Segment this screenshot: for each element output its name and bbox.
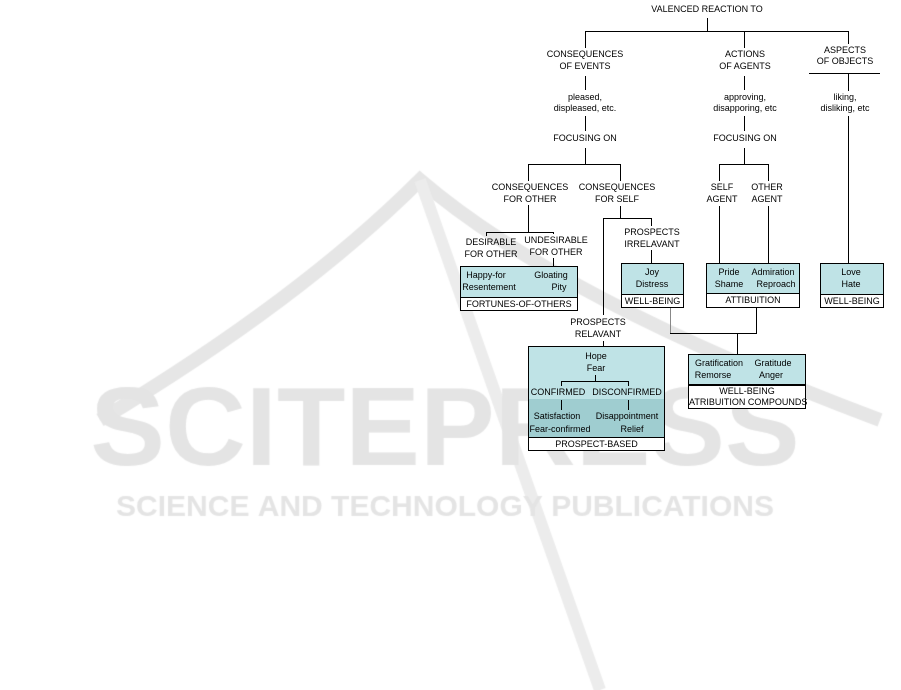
relevant-2: RELAVANT xyxy=(574,329,622,339)
events-title-2: OF EVENTS xyxy=(559,61,611,71)
fortunes-of-others-label: FORTUNES-OF-OTHERS xyxy=(460,297,578,311)
hate: Hate xyxy=(841,279,861,289)
fear: Fear xyxy=(586,363,606,373)
shame: Shame xyxy=(714,279,744,289)
hope: Hope xyxy=(585,351,607,361)
remorse: Remorse xyxy=(694,370,732,380)
events-focus: FOCUSING ON xyxy=(553,133,617,143)
undesirable-2: FOR OTHER xyxy=(529,247,583,257)
objects-well-being-label: WELL-BEING xyxy=(820,294,884,308)
happy-for: Happy-for xyxy=(466,270,506,280)
for-self-2: FOR SELF xyxy=(594,194,640,204)
objects-reaction-2: disliking, etc xyxy=(820,103,870,113)
confirmed: CONFIRMED xyxy=(530,387,586,397)
gratitude: Gratitude xyxy=(754,358,792,368)
well-being-label: WELL-BEING xyxy=(621,294,684,308)
love-hate-box xyxy=(820,263,884,295)
self-agent-2: AGENT xyxy=(706,194,738,204)
agents-title-1: ACTIONS xyxy=(724,49,766,59)
resentement: Resentement xyxy=(462,282,516,292)
admiration: Admiration xyxy=(751,267,795,277)
satisfaction: Satisfaction xyxy=(533,411,581,421)
agents-focus: FOCUSING ON xyxy=(713,133,777,143)
agents-reaction-2: disapporing, etc xyxy=(713,103,777,113)
disconfirmed: DISCONFIRMED xyxy=(592,387,662,397)
gloating: Gloating xyxy=(534,270,568,280)
distress: Distress xyxy=(635,279,669,289)
love: Love xyxy=(841,267,861,277)
reproach: Reproach xyxy=(756,279,796,289)
other-agent-2: AGENT xyxy=(751,194,783,204)
fortunes-of-others-box xyxy=(460,266,578,298)
objects-title-1: ASPECTS xyxy=(823,45,867,55)
for-other-1: CONSEQUENCES xyxy=(491,182,569,192)
pity: Pity xyxy=(551,282,567,292)
disappointment: Disappointment xyxy=(595,411,659,421)
objects-title-2: OF OBJECTS xyxy=(816,56,874,66)
compounds-label-1: WELL-BEING xyxy=(719,386,775,396)
irrelevant-2: IRRELAVANT xyxy=(624,239,680,249)
for-self-1: CONSEQUENCES xyxy=(578,182,656,192)
pride: Pride xyxy=(718,267,740,277)
desirable-1: DESIRABLE xyxy=(465,237,517,247)
other-agent-1: OTHER xyxy=(751,182,783,192)
irrelevant-1: PROSPECTS xyxy=(624,227,680,237)
compounds-label-2: ATRIBUITION COMPOUNDS xyxy=(689,397,808,407)
relevant-1: PROSPECTS xyxy=(570,317,626,327)
agents-title-2: OF AGENTS xyxy=(719,61,771,71)
events-reaction-1: pleased, xyxy=(567,92,603,102)
agents-reaction-1: approving, xyxy=(723,92,767,102)
undesirable-1: UNDESIRABLE xyxy=(524,235,588,245)
events-reaction-2: displeased, etc. xyxy=(553,103,617,113)
root-title: VALENCED REACTION TO xyxy=(651,4,763,14)
joy: Joy xyxy=(644,267,660,277)
desirable-2: FOR OTHER xyxy=(464,249,518,259)
anger: Anger xyxy=(758,370,784,380)
gratification: Gratification xyxy=(694,358,744,368)
self-agent-1: SELF xyxy=(710,182,734,192)
events-title-1: CONSEQUENCES xyxy=(546,49,624,59)
relief: Relief xyxy=(620,424,644,434)
joy-distress-box xyxy=(621,263,684,295)
objects-reaction-1: liking, xyxy=(833,92,857,102)
attribution-box xyxy=(706,263,800,294)
prospect-based-label: PROSPECT-BASED xyxy=(528,437,665,451)
attribution-label: ATTIBUITION xyxy=(706,293,800,308)
fear-confirmed: Fear-confirmed xyxy=(529,424,591,434)
for-other-2: FOR OTHER xyxy=(503,194,557,204)
